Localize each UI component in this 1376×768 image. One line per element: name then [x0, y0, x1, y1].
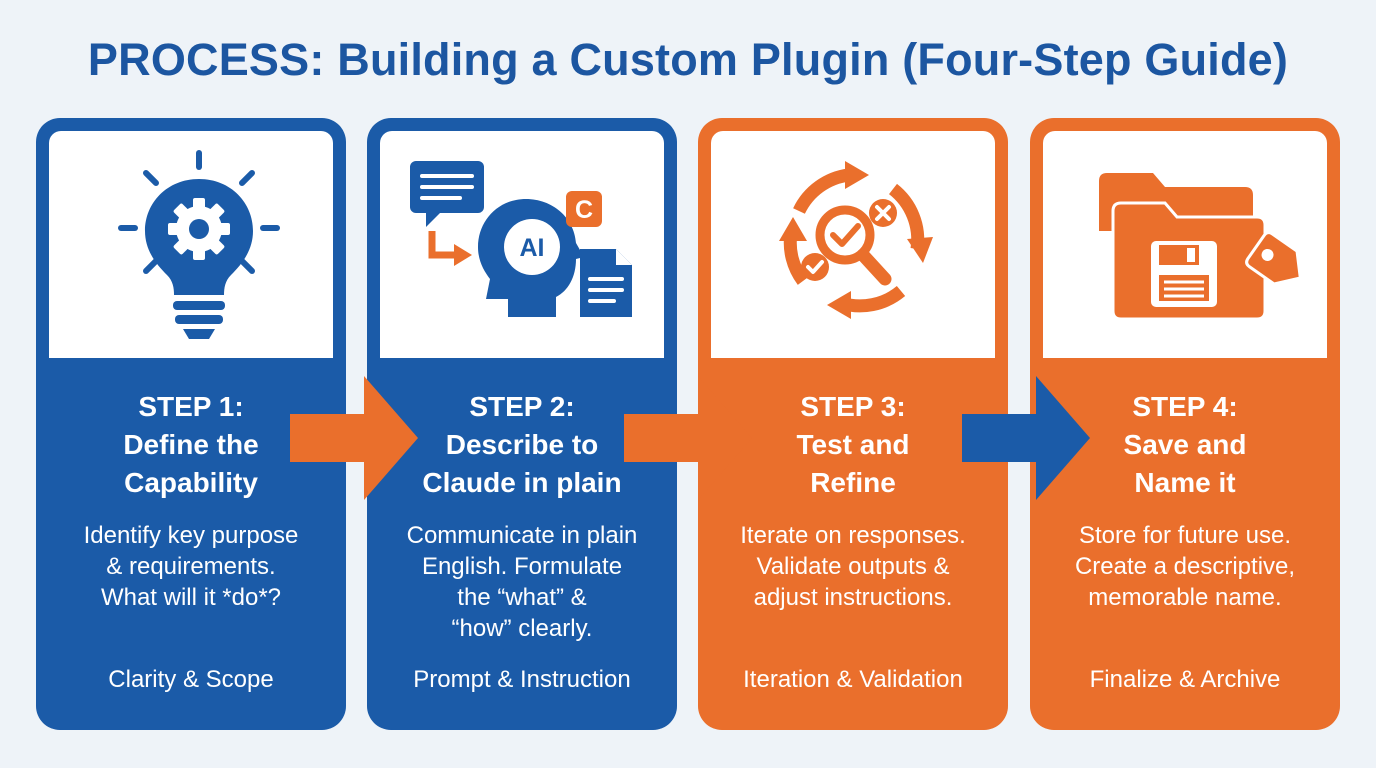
page-title: PROCESS: Building a Custom Plugin (Four-… [87, 34, 1289, 85]
step-3-number: STEP 3: [800, 391, 906, 422]
step-4-title-line: Save and [1123, 429, 1247, 460]
step-2-desc-line: the “what” & [457, 584, 587, 611]
arrow-step-3-to-4 [962, 376, 1092, 500]
step-4-tag: Finalize & Archive [1089, 666, 1281, 693]
step-3-description: Iterate on responses. Validate outputs &… [698, 520, 1008, 613]
refresh-magnifier-icon [779, 161, 933, 319]
step-3-title: STEP 3: Test and Refine [698, 388, 1008, 502]
step-4-desc-line: memorable name. [1088, 584, 1282, 611]
step-2-tag: Prompt & Instruction [413, 666, 631, 693]
step-3-title-line: Test and [796, 429, 910, 460]
step-2-title: STEP 2: Describe to Claude in plain [367, 388, 677, 502]
step-2-title-line: Claude in plain [422, 467, 622, 498]
step-3-tag: Iteration & Validation [743, 666, 963, 693]
step-2-title-line: Describe to [445, 429, 599, 460]
step-4-card: STEP 4: Save and Name it Store for futur… [1030, 118, 1340, 730]
step-3-icon-panel [711, 131, 995, 358]
step-4-title-line: Name it [1134, 467, 1236, 498]
step-4-description: Store for future use. Create a descripti… [1030, 520, 1340, 613]
step-4-icon-panel [1043, 131, 1327, 358]
step-1-tag: Clarity & Scope [108, 666, 274, 693]
step-1-number: STEP 1: [138, 391, 244, 422]
step-4-title: STEP 4: Save and Name it [1030, 388, 1340, 502]
step-1-desc-line: & requirements. [106, 553, 276, 580]
step-1-desc-line: What will it *do*? [100, 584, 282, 611]
ai-label: AI [520, 234, 545, 262]
step-1-description: Identify key purpose & requirements. Wha… [36, 520, 346, 613]
step-2-desc-line: “how” clearly. [451, 615, 593, 642]
step-1-title-line: Capability [124, 467, 258, 498]
step-4-desc-line: Create a descriptive, [1074, 553, 1296, 580]
step-2-number: STEP 2: [469, 391, 575, 422]
c-badge-label: C [575, 196, 593, 224]
ai-head-chat-icon: AI C [410, 161, 632, 317]
step-1-title: STEP 1: Define the Capability [36, 388, 346, 502]
step-4-number: STEP 4: [1132, 391, 1238, 422]
step-2-desc-line: English. Formulate [421, 553, 623, 580]
step-2-description: Communicate in plain English. Formulate … [367, 520, 677, 644]
arrow-step-1-to-2 [290, 376, 420, 500]
folder-save-tag-icon [1099, 173, 1302, 321]
step-3-card: STEP 3: Test and Refine Iterate on respo… [698, 118, 1008, 730]
step-3-desc-line: adjust instructions. [753, 584, 953, 611]
step-1-desc-line: Identify key purpose [83, 522, 299, 549]
step-3-title-line: Refine [810, 467, 896, 498]
lightbulb-gear-icon [118, 150, 280, 339]
step-4-desc-line: Store for future use. [1078, 522, 1292, 549]
step-1-icon-panel [49, 131, 333, 358]
step-1-title-line: Define the [123, 429, 259, 460]
step-2-desc-line: Communicate in plain [406, 522, 638, 549]
step-2-icon-panel: AI C [380, 131, 664, 358]
arrow-step-2-to-3 [624, 376, 754, 500]
step-3-desc-line: Iterate on responses. [740, 522, 966, 549]
step-3-desc-line: Validate outputs & [756, 553, 950, 580]
